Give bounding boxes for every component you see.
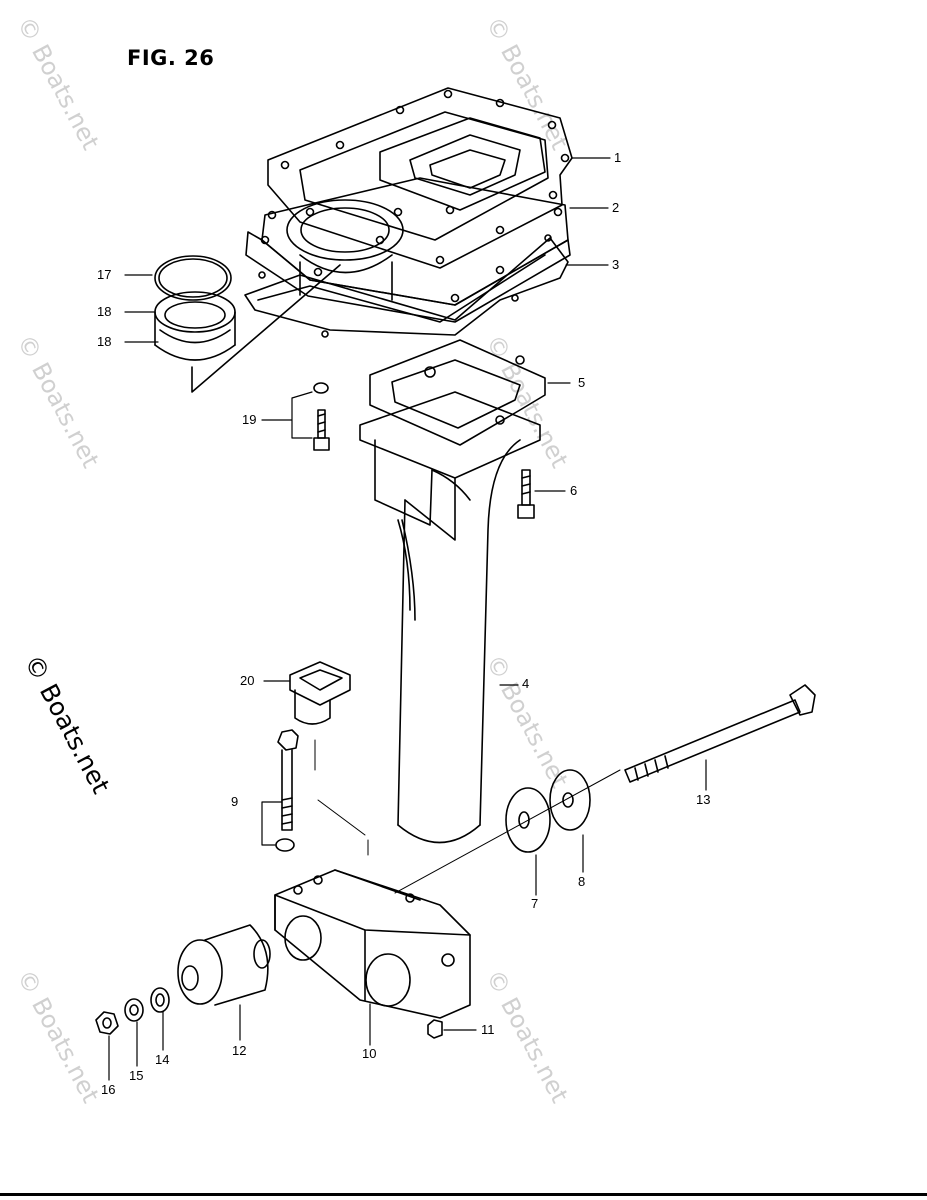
part-4-exhaust-tube	[360, 392, 540, 843]
part-8-damper	[550, 770, 590, 830]
part-14-washer	[151, 988, 169, 1012]
callout-19: 19	[242, 412, 257, 427]
callout-8: 8	[578, 874, 586, 889]
callout-10: 10	[362, 1046, 377, 1061]
callout-20: 20	[240, 673, 255, 688]
callout-18: 18	[97, 334, 112, 349]
part-18-seals	[155, 292, 235, 360]
callout-leaders	[109, 158, 706, 1080]
callout-7: 7	[531, 896, 539, 911]
part-20-bracket	[290, 662, 350, 724]
callout-17: 17	[97, 267, 112, 282]
figure-title: FIG. 26	[127, 46, 215, 70]
part-13-bolt	[625, 685, 815, 782]
part-2-plate	[246, 178, 570, 322]
part-3-gasket	[245, 235, 568, 337]
callout-6: 6	[570, 483, 578, 498]
callout-3: 3	[612, 257, 620, 272]
callout-5: 5	[578, 375, 586, 390]
part-19-bolt	[314, 383, 329, 450]
part-10-bracket	[275, 870, 470, 1018]
callout-18: 18	[97, 304, 112, 319]
callout-13: 13	[696, 792, 711, 807]
callout-15: 15	[129, 1068, 144, 1083]
part-16-nut	[96, 1012, 118, 1034]
part-5-gasket	[370, 340, 545, 445]
part-1-gasket	[268, 88, 572, 268]
bottom-rule	[0, 1193, 927, 1196]
callout-12: 12	[232, 1043, 247, 1058]
callout-9: 9	[231, 794, 239, 809]
leader-line	[192, 265, 340, 392]
part-17-o-ring	[155, 256, 231, 300]
part-15-washer	[125, 999, 143, 1021]
part-11-nut	[428, 1020, 442, 1038]
callout-4: 4	[522, 676, 530, 691]
callout-1: 1	[614, 150, 622, 165]
part-6-bolt	[518, 470, 534, 518]
callout-14: 14	[155, 1052, 170, 1067]
callout-11: 11	[481, 1022, 495, 1037]
part-9-bolt	[276, 730, 298, 851]
callout-2: 2	[612, 200, 620, 215]
callout-16: 16	[101, 1082, 116, 1097]
part-12-mount	[178, 925, 270, 1005]
